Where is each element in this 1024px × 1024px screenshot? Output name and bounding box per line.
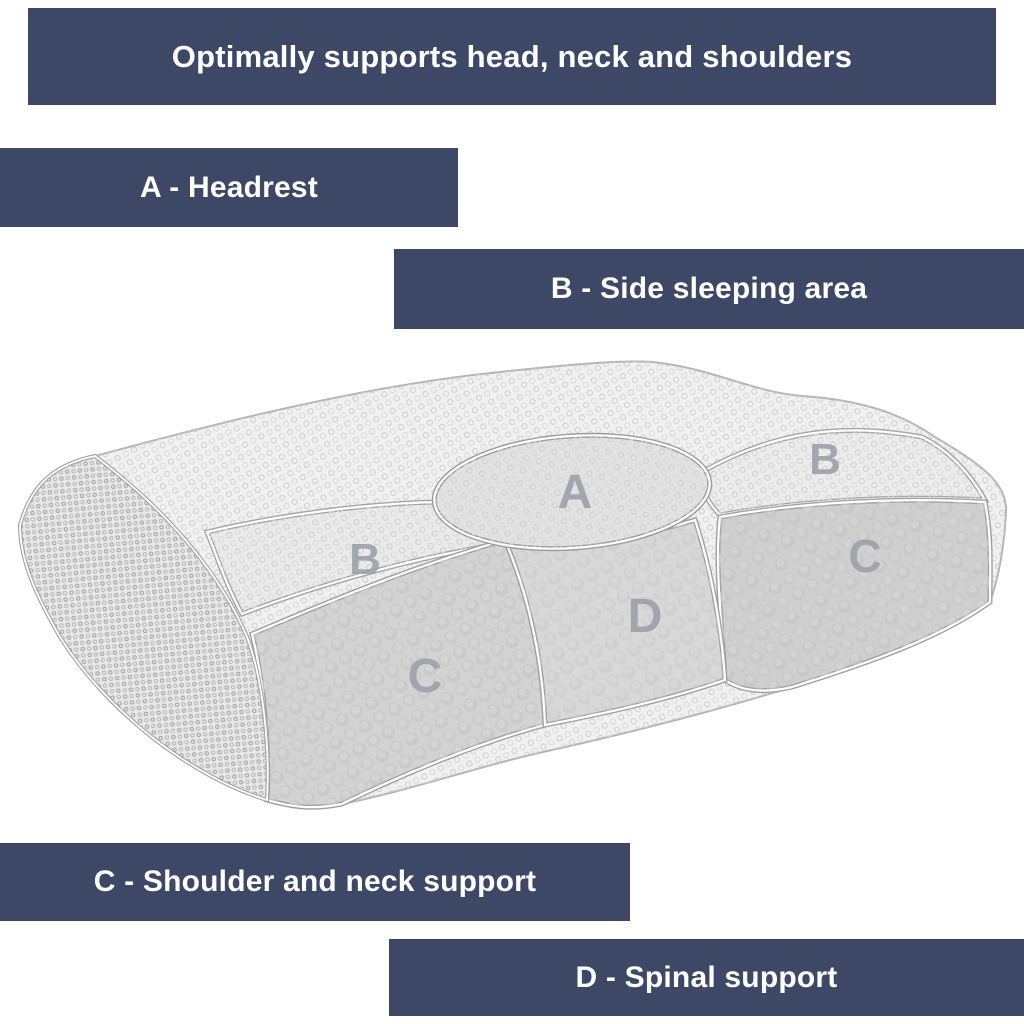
label-d-banner: D - Spinal support	[389, 939, 1024, 1016]
label-c-text: C - Shoulder and neck support	[93, 865, 537, 898]
title-banner: Optimally supports head, neck and should…	[28, 8, 996, 105]
zone-c-right-area	[718, 500, 990, 690]
page-title: Optimally supports head, neck and should…	[171, 38, 853, 74]
label-b-banner: B - Side sleeping area	[394, 249, 1024, 329]
pillow-illustration: A B B C C D	[12, 352, 1012, 814]
label-b-text: B - Side sleeping area	[550, 272, 868, 305]
label-c-banner: C - Shoulder and neck support	[0, 843, 630, 921]
zone-letter-c-front: C	[408, 650, 443, 703]
pillow-svg: A B B C C D	[18, 360, 1008, 814]
label-a-text: A - Headrest	[139, 170, 318, 204]
zone-letter-b-left: B	[349, 535, 381, 584]
zone-letter-a: A	[558, 466, 593, 519]
zone-a-area	[431, 432, 713, 552]
zone-letter-d: D	[628, 590, 663, 643]
label-a-banner: A - Headrest	[0, 148, 458, 227]
zone-letter-b-right: B	[809, 435, 841, 484]
label-d-text: D - Spinal support	[575, 960, 838, 994]
zone-letter-c-right: C	[848, 530, 881, 582]
